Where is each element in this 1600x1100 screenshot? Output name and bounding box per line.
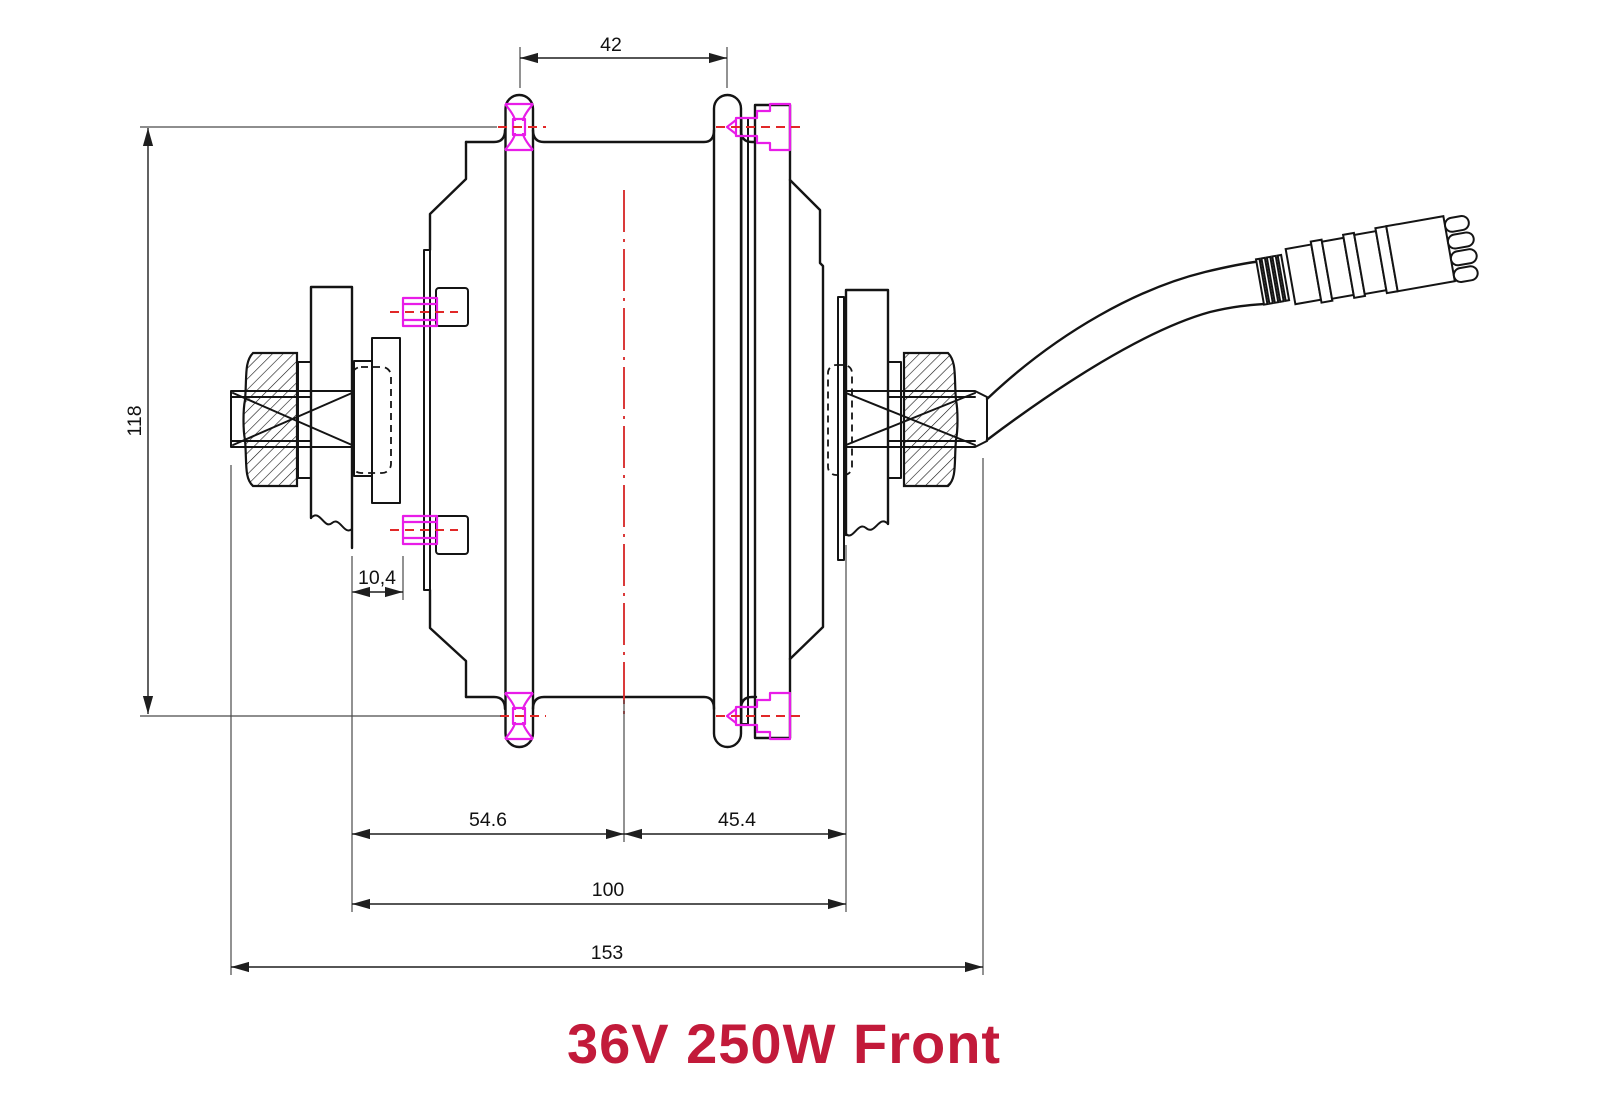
dim-label-10-4: 10,4 (358, 567, 396, 589)
dim-label-100: 100 (592, 879, 625, 901)
drawing-title: 36V 250W Front (567, 1012, 1001, 1075)
right-flange-disc (740, 117, 749, 725)
dim-label-45-4: 45.4 (718, 809, 756, 831)
left-dropout (309, 285, 354, 550)
right-cover-ring (837, 296, 845, 561)
connector-pin (1449, 248, 1478, 267)
right-spoke-flange (712, 93, 743, 749)
dim-flange-spacing: 42 (519, 34, 728, 88)
dim-axle-length: 153 (231, 942, 983, 973)
dim-label-153: 153 (591, 942, 624, 964)
dim-label-54-6: 54.6 (469, 809, 507, 831)
dim-left-to-center: 54.6 (352, 809, 624, 840)
right-hidden-washer (827, 364, 853, 476)
dim-brake-offset: 10,4 (352, 556, 404, 600)
right-axle-nut (902, 351, 959, 488)
dim-label-118: 118 (124, 405, 146, 436)
left-spacer (353, 360, 373, 477)
motor-cable (985, 259, 1264, 401)
cable-assembly (985, 215, 1479, 442)
left-screw-boss-top (435, 287, 469, 327)
right-axle-assembly (827, 288, 988, 537)
dim-center-to-right: 45.4 (624, 809, 846, 840)
left-screw-boss-bottom (435, 515, 469, 555)
dimensions: 42 118 10,4 54.6 45.4 100 (124, 34, 984, 975)
right-washer (887, 361, 902, 479)
centerlines (390, 126, 803, 718)
left-hidden-washer (351, 366, 392, 474)
right-dropout (844, 288, 890, 537)
left-bearing-boss (371, 337, 401, 504)
motor-body (353, 93, 845, 749)
dim-flange-circle: 118 (124, 126, 501, 717)
left-spoke-flange (504, 93, 535, 749)
dim-label-42: 42 (600, 34, 622, 56)
connector (1254, 215, 1479, 306)
rotor-plate (753, 103, 792, 740)
dim-locknut-width: 100 (352, 879, 846, 910)
left-cover-ring (423, 249, 431, 591)
connector-pin (1443, 215, 1470, 233)
left-axle-nut (242, 351, 299, 488)
connector-pin (1452, 265, 1479, 284)
left-washer (297, 361, 312, 479)
connector-body (1385, 215, 1456, 293)
left-axle-assembly (230, 285, 392, 550)
highlighted-hardware (401, 102, 792, 741)
connector-pin (1446, 231, 1475, 250)
